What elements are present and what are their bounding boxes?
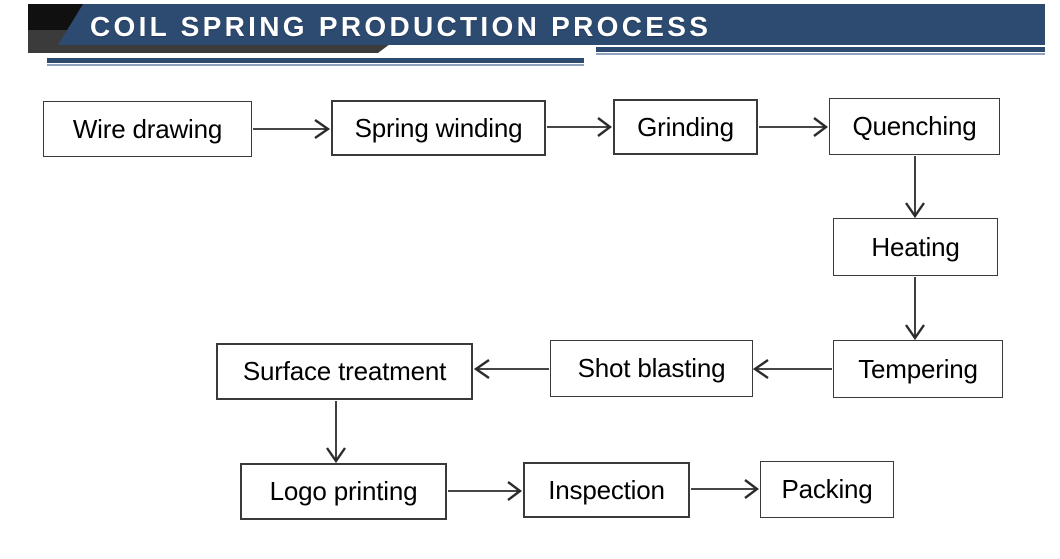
banner-blue-bar — [58, 4, 1045, 45]
banner-accent-hairline-left — [47, 64, 584, 66]
process-node-grinding[interactable]: Grinding — [613, 99, 758, 155]
arrow-shot-blasting-to-surface-treatment — [473, 359, 549, 379]
node-label: Surface treatment — [242, 356, 447, 386]
process-node-spring-winding[interactable]: Spring winding — [331, 100, 546, 156]
process-node-packing[interactable]: Packing — [760, 461, 894, 518]
banner-accent-rule-right — [596, 47, 1045, 52]
arrow-inspection-to-packing — [691, 479, 759, 499]
banner-graphic — [28, 4, 1045, 66]
process-node-tempering[interactable]: Tempering — [833, 340, 1003, 398]
header-banner: COIL SPRING PRODUCTION PROCESS — [0, 0, 1060, 72]
banner-charcoal-band — [28, 30, 390, 53]
process-node-heating[interactable]: Heating — [833, 218, 998, 276]
arrow-logo-printing-to-inspection — [448, 481, 522, 501]
node-label: Grinding — [637, 111, 734, 142]
arrow-quenching-to-heating — [905, 156, 925, 219]
process-node-wire-drawing[interactable]: Wire drawing — [43, 101, 252, 157]
node-label: Logo printing — [269, 476, 418, 506]
arrow-wire-drawing-to-spring-winding — [253, 119, 331, 139]
node-label: Shot blasting — [577, 353, 726, 383]
arrow-tempering-to-shot-blasting — [752, 359, 832, 379]
node-label: Inspection — [548, 474, 665, 505]
banner-accent-rule-left — [47, 58, 584, 63]
node-label: Quenching — [852, 111, 977, 141]
page-title: COIL SPRING PRODUCTION PROCESS — [90, 11, 712, 42]
process-node-quenching[interactable]: Quenching — [829, 98, 1000, 155]
process-node-surface-treatment[interactable]: Surface treatment — [216, 343, 473, 400]
process-node-shot-blasting[interactable]: Shot blasting — [550, 340, 753, 397]
node-label: Tempering — [858, 353, 978, 384]
process-node-inspection[interactable]: Inspection — [523, 462, 690, 518]
arrow-heating-to-tempering — [905, 277, 925, 341]
node-label: Packing — [781, 474, 873, 504]
arrow-spring-winding-to-grinding — [547, 117, 612, 137]
process-node-logo-printing[interactable]: Logo printing — [240, 463, 447, 520]
node-label: Spring winding — [354, 112, 523, 143]
arrow-grinding-to-quenching — [759, 117, 828, 137]
arrow-surface-treatment-to-logo-printing — [326, 401, 346, 464]
node-label: Heating — [871, 231, 960, 262]
banner-accent-hairline-right — [596, 53, 1045, 55]
node-label: Wire drawing — [72, 113, 223, 144]
